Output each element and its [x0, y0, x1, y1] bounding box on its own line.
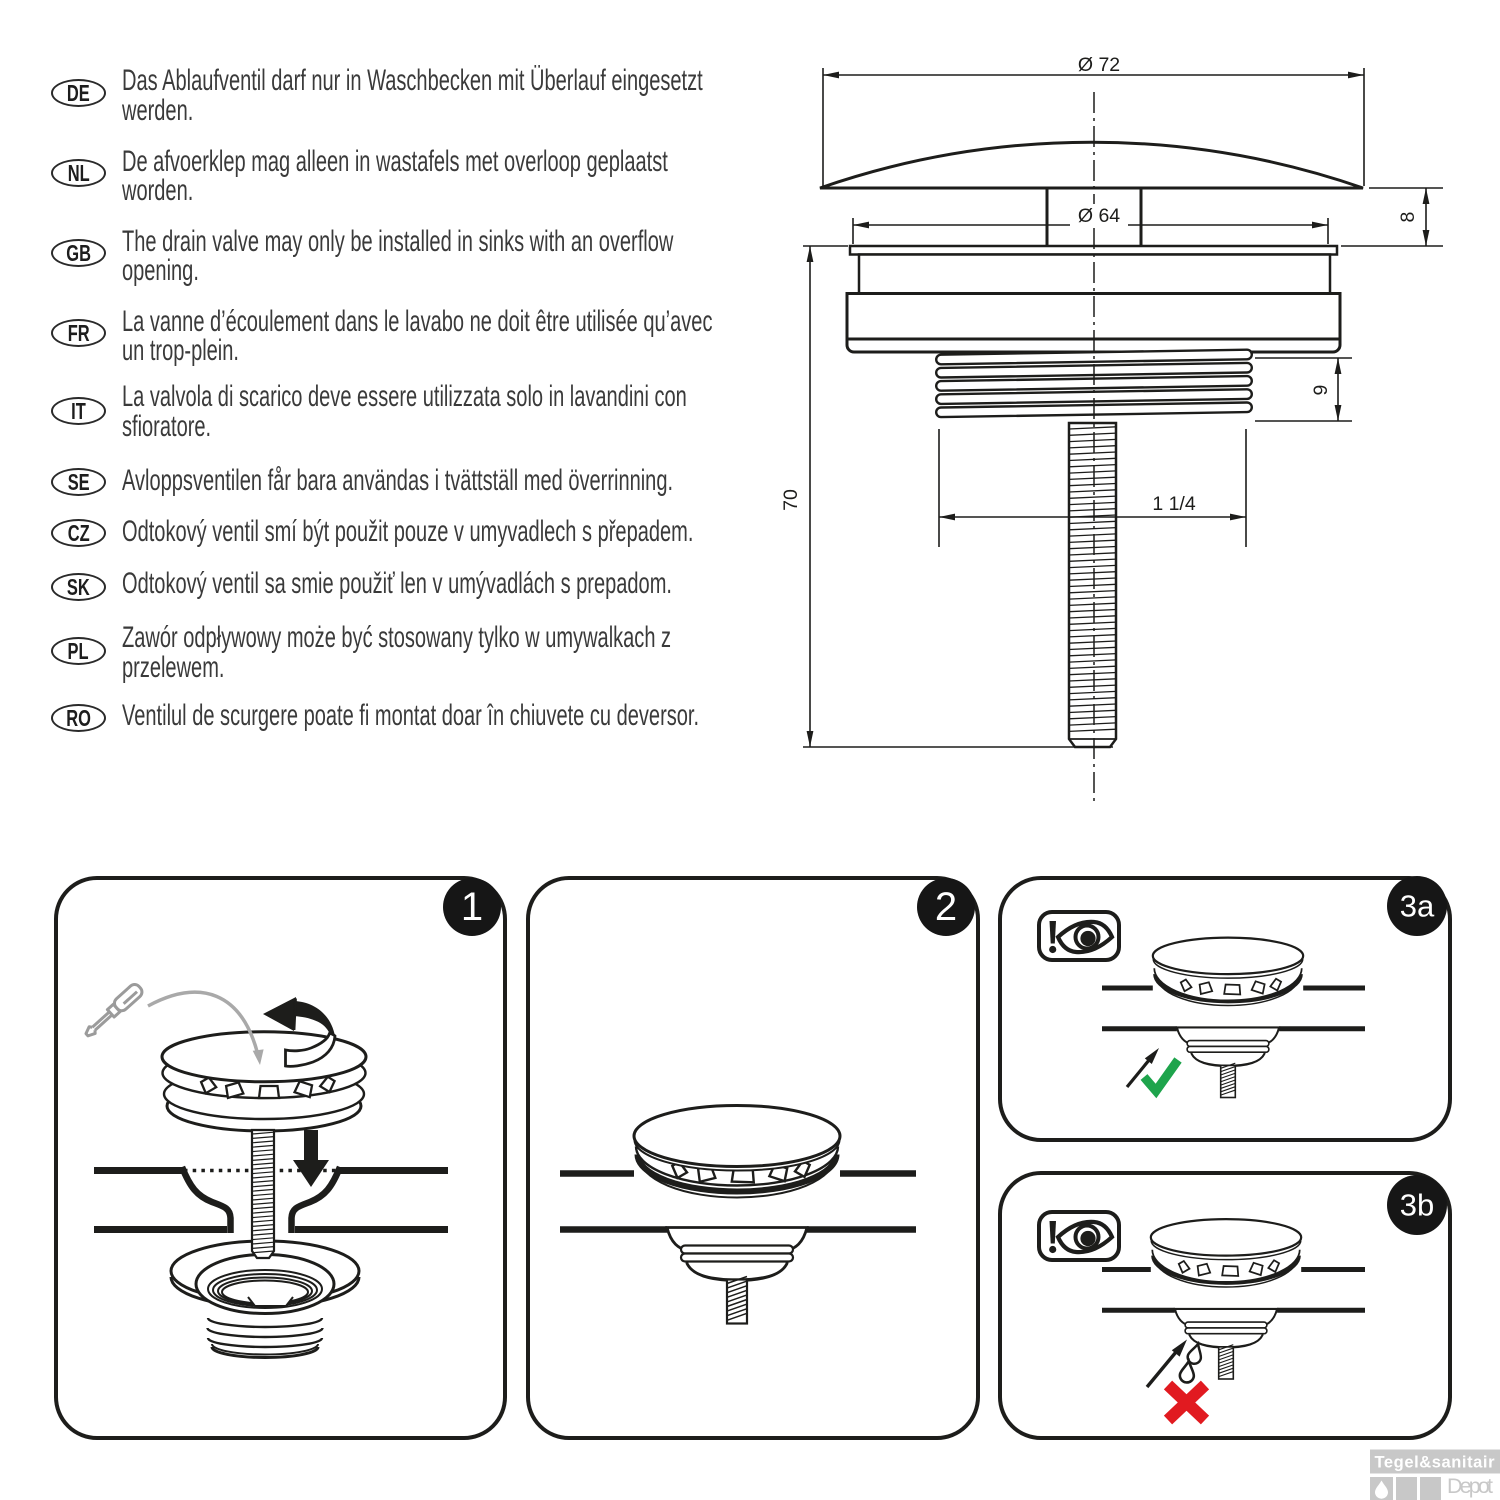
svg-text:1: 1	[461, 885, 483, 929]
svg-text:3a: 3a	[1400, 889, 1435, 924]
svg-text:3b: 3b	[1400, 1188, 1434, 1223]
svg-text:Ø 64: Ø 64	[1078, 205, 1120, 227]
svg-text:70: 70	[780, 489, 802, 511]
svg-text:1 1/4: 1 1/4	[1152, 493, 1196, 515]
svg-text:Ø 72: Ø 72	[1078, 54, 1120, 76]
svg-text:8: 8	[1397, 212, 1419, 223]
svg-text:Tegel&sanitair: Tegel&sanitair	[1375, 1454, 1496, 1472]
svg-text:Depot: Depot	[1447, 1474, 1493, 1498]
svg-text:2: 2	[935, 885, 957, 929]
svg-text:9: 9	[1310, 385, 1332, 396]
